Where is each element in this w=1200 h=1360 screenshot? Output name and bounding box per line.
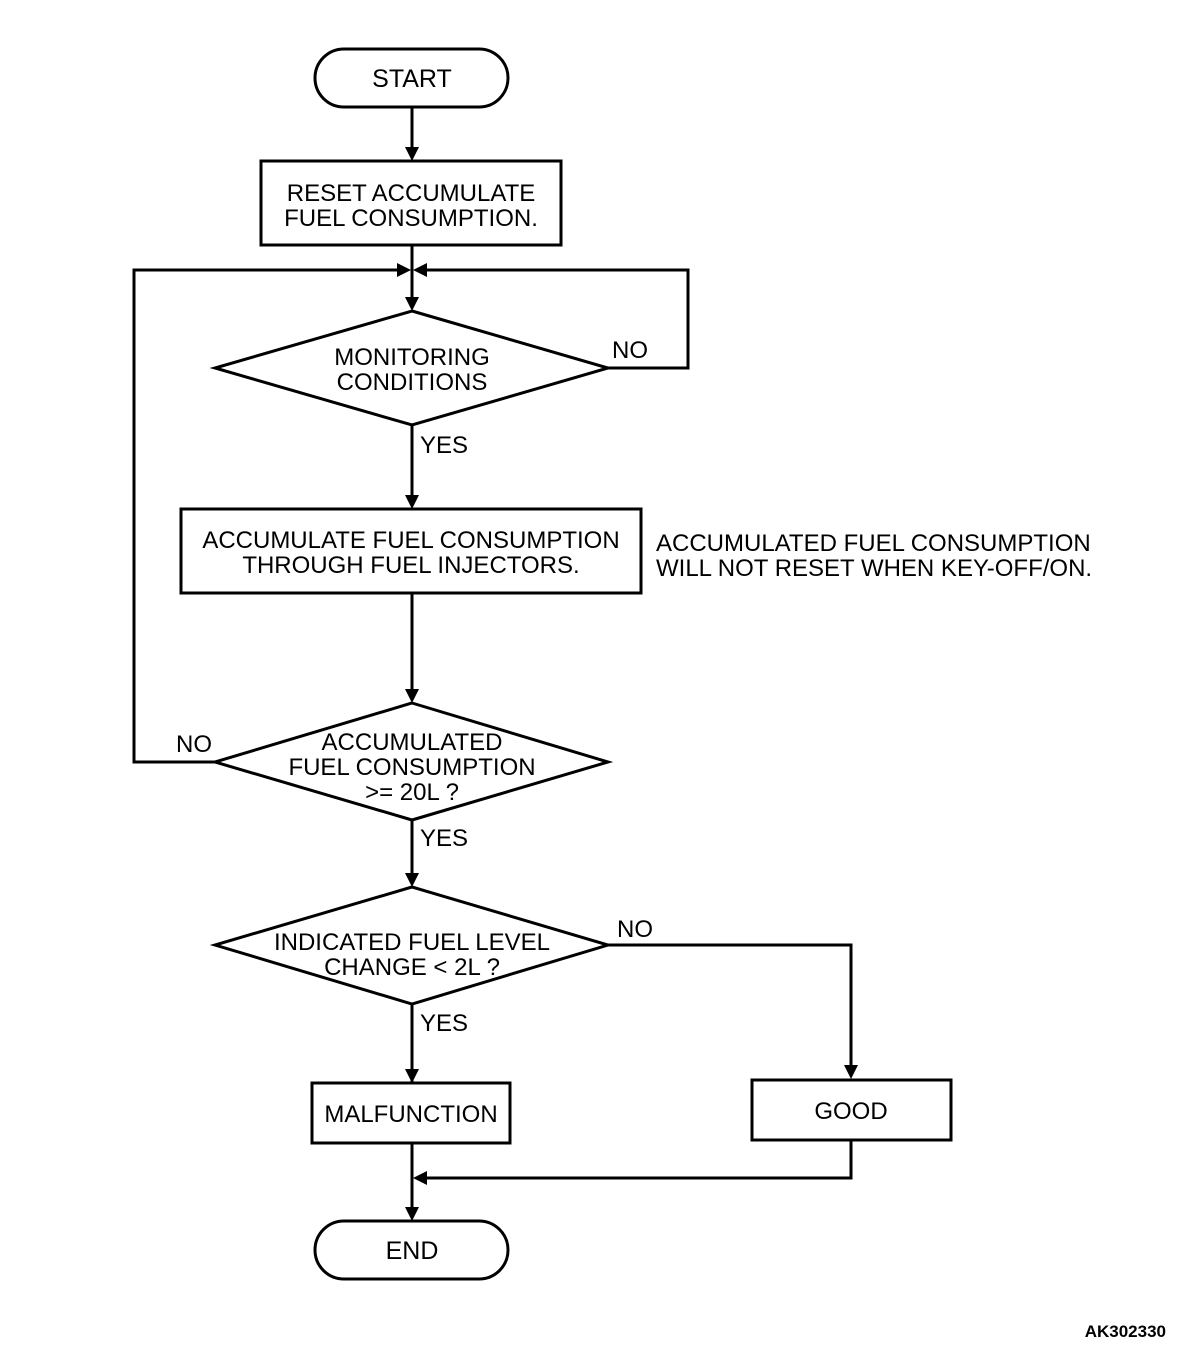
consumption-label-line-3: >= 20L ?: [365, 779, 459, 806]
note-line-2: WILL NOT RESET WHEN KEY-OFF/ON.: [656, 555, 1092, 582]
connector-consumption-no-loop: [132, 268, 398, 764]
connector-good-to-end: [426, 1140, 853, 1180]
arrowhead-down: [405, 873, 419, 887]
accumulate-label-line-1: ACCUMULATE FUEL CONSUMPTION: [202, 527, 619, 554]
arrowhead-down: [405, 1207, 419, 1221]
arrowheads: [397, 147, 858, 1221]
malfunction-label: MALFUNCTION: [324, 1101, 497, 1128]
end-label: END: [386, 1237, 439, 1265]
malfunction-result-box: MALFUNCTION: [310, 1081, 512, 1145]
arrowhead-down: [405, 495, 419, 509]
connectors: [132, 107, 853, 1208]
level-yes-label: YES: [420, 1010, 468, 1037]
arrowhead-left: [413, 263, 427, 277]
monitoring-yes-label: YES: [420, 432, 468, 459]
accumulate-label-line-2: THROUGH FUEL INJECTORS.: [242, 552, 579, 579]
start-terminal: START: [313, 47, 510, 109]
level-no-label: NO: [617, 916, 653, 943]
fuel-level-change-decision: INDICATED FUEL LEVEL CHANGE < 2L ?: [209, 885, 614, 1006]
reset-process-box: RESET ACCUMULATE FUEL CONSUMPTION.: [259, 159, 563, 247]
arrowhead-down: [844, 1065, 858, 1079]
arrowhead-right: [397, 263, 411, 277]
consumption-label-line-1: ACCUMULATED: [322, 729, 503, 756]
reset-label-line-2: FUEL CONSUMPTION.: [284, 205, 538, 232]
figure-id: AK302330: [1085, 1322, 1166, 1341]
monitoring-conditions-decision: MONITORING CONDITIONS: [209, 309, 614, 427]
consumption-yes-label: YES: [420, 825, 468, 852]
arrowhead-down: [405, 689, 419, 703]
level-label-line-2: CHANGE < 2L ?: [324, 954, 500, 981]
accumulate-process-box: ACCUMULATE FUEL CONSUMPTION THROUGH FUEL…: [179, 507, 643, 595]
arrowhead-down: [405, 147, 419, 161]
consumption-threshold-decision: ACCUMULATED FUEL CONSUMPTION >= 20L ?: [209, 701, 614, 822]
note-line-1: ACCUMULATED FUEL CONSUMPTION: [656, 530, 1091, 557]
connector-monitoring-no-loop: [426, 268, 690, 370]
good-label: GOOD: [814, 1098, 887, 1125]
consumption-no-label: NO: [176, 731, 212, 758]
arrowhead-left: [413, 1171, 427, 1185]
monitoring-label-line-1: MONITORING: [334, 344, 490, 371]
start-label: START: [372, 65, 452, 93]
monitoring-label-line-2: CONDITIONS: [337, 369, 488, 396]
arrowhead-down: [405, 297, 419, 311]
reset-note: ACCUMULATED FUEL CONSUMPTION WILL NOT RE…: [656, 530, 1092, 582]
good-result-box: GOOD: [750, 1078, 953, 1142]
reset-label-line-1: RESET ACCUMULATE: [287, 180, 536, 207]
connector-level-no: [608, 943, 853, 1066]
arrowhead-down: [405, 1069, 419, 1083]
consumption-label-line-2: FUEL CONSUMPTION: [288, 754, 535, 781]
level-label-line-1: INDICATED FUEL LEVEL: [274, 929, 550, 956]
end-terminal: END: [313, 1219, 510, 1281]
monitoring-no-label: NO: [612, 337, 648, 364]
